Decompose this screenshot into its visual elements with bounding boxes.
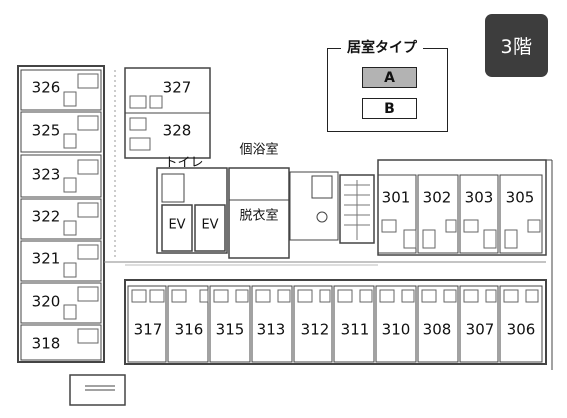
room-326-label: 326 <box>32 79 61 97</box>
ev-left-shaft <box>161 204 193 252</box>
room-320-label: 320 <box>32 293 61 311</box>
room-321-label: 321 <box>32 250 61 268</box>
room-308-label: 308 <box>423 321 452 339</box>
floor-badge: 3階 <box>485 14 548 77</box>
room-322-label: 322 <box>32 208 61 226</box>
room-316-label: 316 <box>175 321 204 339</box>
room-307-label: 307 <box>466 321 495 339</box>
legend-type-a: A <box>362 67 417 88</box>
ev-right-label: EV <box>201 218 218 233</box>
room-315-label: 315 <box>216 321 245 339</box>
room-318-label: 318 <box>32 335 61 353</box>
left-wing-outline <box>17 65 105 363</box>
toilet-label: トイレ <box>164 156 203 171</box>
legend-frame <box>327 48 448 132</box>
bath-block <box>228 167 290 259</box>
room-325-outline <box>20 111 102 153</box>
room-323-label: 323 <box>32 166 61 184</box>
room-type-legend: 居室タイプ A B <box>327 37 448 132</box>
room-305-label: 305 <box>506 189 535 207</box>
room-301-label: 301 <box>382 189 411 207</box>
room-318-outline <box>20 324 102 361</box>
landing-stair <box>69 374 126 406</box>
stairwell <box>339 174 375 244</box>
room-326-outline <box>20 69 102 111</box>
room-320-outline <box>20 282 102 324</box>
room-302-label: 302 <box>423 189 452 207</box>
room-310-label: 310 <box>382 321 411 339</box>
room-325-label: 325 <box>32 122 61 140</box>
room-313-label: 313 <box>257 321 286 339</box>
upper-right-outline <box>377 159 547 256</box>
room-317-label: 317 <box>134 321 163 339</box>
room-303-label: 303 <box>465 189 494 207</box>
ev-left-label: EV <box>168 218 185 233</box>
room-306-label: 306 <box>507 321 536 339</box>
room-322-outline <box>20 198 102 240</box>
lower-row-outline <box>124 279 547 365</box>
bath-label: 個浴室 <box>239 142 278 158</box>
room-311-label: 311 <box>341 321 370 339</box>
ev-right-shaft <box>194 204 226 252</box>
room-312-label: 312 <box>301 321 330 339</box>
room-321-outline <box>20 240 102 282</box>
legend-type-b: B <box>362 98 417 119</box>
room-323-outline <box>20 154 102 198</box>
room-327-label: 327 <box>163 79 192 97</box>
dressing-label: 脱衣室 <box>239 208 278 224</box>
room-328-label: 328 <box>163 122 192 140</box>
legend-title: 居室タイプ <box>341 37 423 57</box>
toilet-ev-block <box>156 167 228 254</box>
